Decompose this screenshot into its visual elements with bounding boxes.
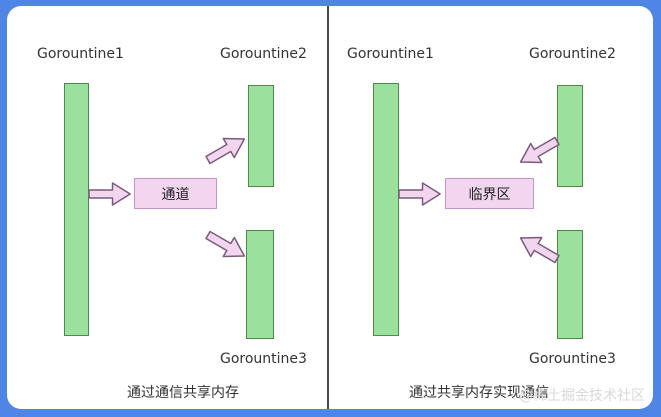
right-goroutine2-label: Gorountine2 bbox=[529, 46, 616, 62]
left-caption: 通过通信共享内存 bbox=[127, 385, 239, 401]
left-goroutine3-bar bbox=[246, 230, 274, 339]
left-channel-box: 通道 bbox=[134, 178, 217, 209]
left-goroutine2-label: Gorountine2 bbox=[220, 46, 307, 62]
right-arrow-g3-to-critical bbox=[514, 227, 564, 270]
arrows-layer bbox=[88, 128, 564, 270]
left-arrow-g1-to-channel bbox=[88, 182, 131, 206]
left-goroutine1-label: Gorountine1 bbox=[37, 46, 124, 62]
right-goroutine3-label: Gorountine3 bbox=[529, 351, 616, 367]
right-arrow-g2-to-critical bbox=[514, 130, 564, 173]
right-goroutine1-bar bbox=[373, 83, 399, 336]
diagram-frame: Gorountine1 Gorountine2 Gorountine3 通道 通… bbox=[7, 6, 653, 409]
left-goroutine1-bar bbox=[64, 83, 89, 336]
right-arrow-g1-to-critical bbox=[398, 182, 441, 206]
right-goroutine3-bar bbox=[557, 230, 583, 339]
right-critical-section-box: 临界区 bbox=[445, 178, 534, 209]
right-goroutine2-bar bbox=[557, 85, 583, 187]
watermark: @稀土掘金技术社区 bbox=[519, 388, 645, 404]
right-goroutine1-label: Gorountine1 bbox=[347, 46, 434, 62]
panel-divider bbox=[327, 6, 329, 409]
left-arrow-channel-to-g2 bbox=[201, 128, 251, 171]
left-goroutine3-label: Gorountine3 bbox=[220, 351, 307, 367]
left-arrow-channel-to-g3 bbox=[201, 224, 251, 267]
left-goroutine2-bar bbox=[248, 85, 274, 187]
right-caption: 通过共享内存实现通信 bbox=[409, 385, 549, 401]
